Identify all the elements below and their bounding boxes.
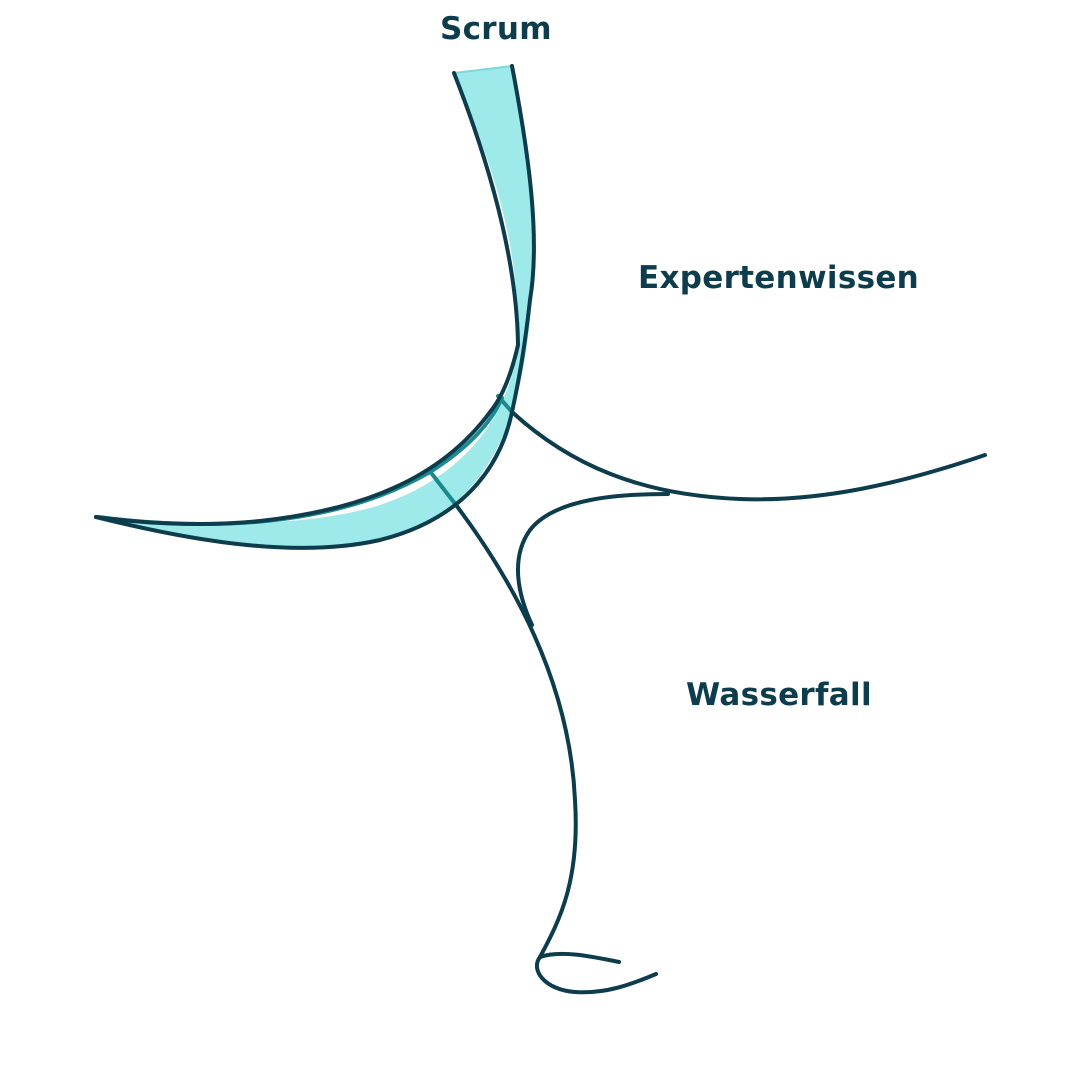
scrum-ribbon-fill	[96, 66, 533, 549]
scrum-right-edge-line	[94, 64, 536, 550]
expertenwissen-label: Expertenwissen	[638, 260, 920, 296]
wasserfall-arm-line	[454, 503, 658, 995]
scrum-label: Scrum	[440, 11, 552, 47]
connector-loop-line	[516, 492, 670, 627]
wasserfall-label: Wasserfall	[686, 677, 872, 713]
scrum-left-edge-line	[94, 71, 521, 526]
ribbon-cross-seam-left	[430, 472, 458, 507]
scrum-ribbon-cap	[453, 65, 513, 74]
wasserfall-curl-line	[538, 951, 621, 964]
expertenwissen-arm-line	[510, 410, 987, 502]
